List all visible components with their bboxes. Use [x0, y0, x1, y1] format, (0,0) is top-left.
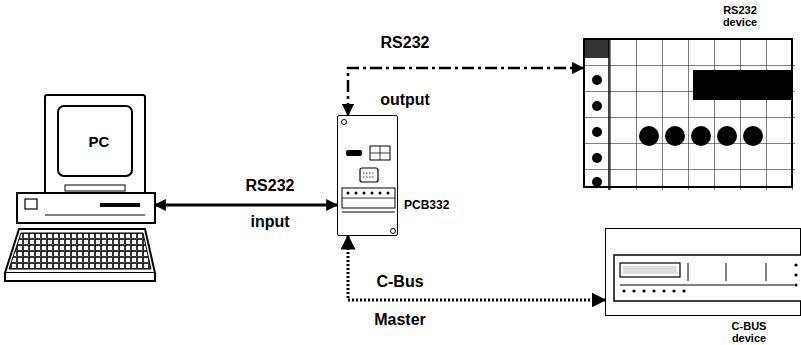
module-name: PCB332 [404, 198, 449, 212]
signal-connector [348, 236, 605, 300]
bus-label: C-Bus [374, 273, 425, 291]
role-label: Master [372, 311, 428, 329]
signal-connector [348, 68, 583, 115]
interface-module: PCB332 [337, 115, 398, 236]
device-name: RS232 device [705, 4, 775, 28]
rs232-device-panel-drawing [585, 40, 791, 186]
signal-connector [155, 204, 337, 207]
bus-label: RS232 [244, 177, 297, 195]
computer-illustration-drawing [5, 95, 155, 290]
cbus-device-housing: C-BUS device [605, 228, 801, 316]
computer-illustration: PC [5, 95, 155, 290]
interface-module-drawing [338, 116, 397, 235]
device-name: C-BUS device [714, 320, 784, 344]
rs232-device-panel: RS232 device [583, 38, 793, 188]
cbus-device-housing-drawing [606, 229, 800, 315]
direction-label: output [378, 91, 432, 109]
bus-label: RS232 [379, 34, 432, 52]
direction-label: input [248, 213, 291, 231]
screen-label: PC [58, 106, 140, 176]
